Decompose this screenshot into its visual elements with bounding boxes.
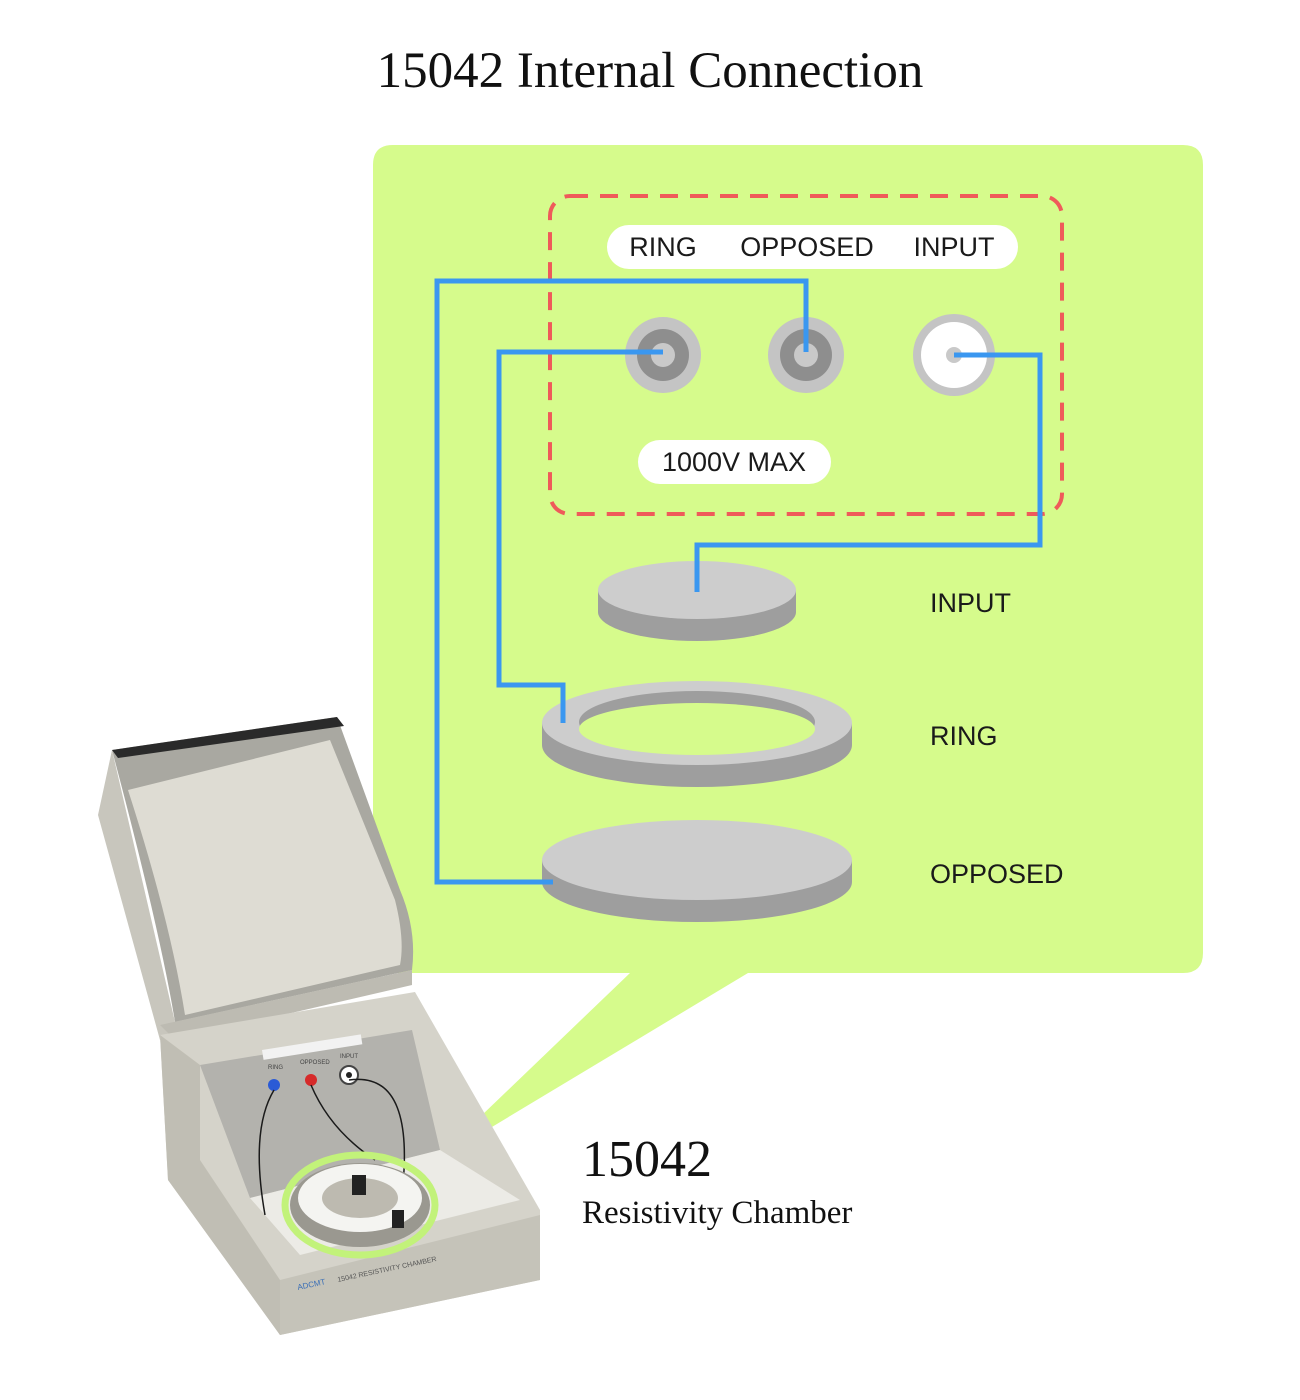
voltage-badge <box>638 440 831 484</box>
terminal-label-opposed: OPPOSED <box>740 232 874 262</box>
ring-electrode-label: RING <box>930 721 998 751</box>
terminal-label-input: INPUT <box>914 232 995 262</box>
product-model-number: 15042 <box>582 1131 712 1188</box>
wires <box>434 278 1043 885</box>
resistivity-chamber-photo: ADCMT 15042 RESISTIVITY CHAMBER RING OPP… <box>98 717 540 1335</box>
opposed-electrode <box>542 820 852 922</box>
mini-label-input: INPUT <box>340 1054 358 1060</box>
terminal-panel-border <box>548 194 1064 516</box>
terminal-label-bar <box>607 225 1018 269</box>
product-name: Resistivity Chamber <box>582 1195 853 1231</box>
opposed-wire <box>434 278 809 885</box>
page-title: 15042 Internal Connection <box>376 43 924 99</box>
input-electrode-label: INPUT <box>930 588 1011 618</box>
ring-wire <box>496 349 663 723</box>
opposed-terminal <box>768 317 844 393</box>
terminal-label-ring: RING <box>629 232 697 262</box>
ring-electrode <box>542 681 852 787</box>
ring-terminal <box>625 317 701 393</box>
mini-label-ring: RING <box>268 1065 283 1071</box>
voltage-rating: 1000V MAX <box>662 447 806 477</box>
callout-panel <box>373 145 1203 1163</box>
input-wire <box>694 352 1043 592</box>
opposed-electrode-label: OPPOSED <box>930 859 1064 889</box>
mini-label-opposed: OPPOSED <box>300 1060 330 1066</box>
